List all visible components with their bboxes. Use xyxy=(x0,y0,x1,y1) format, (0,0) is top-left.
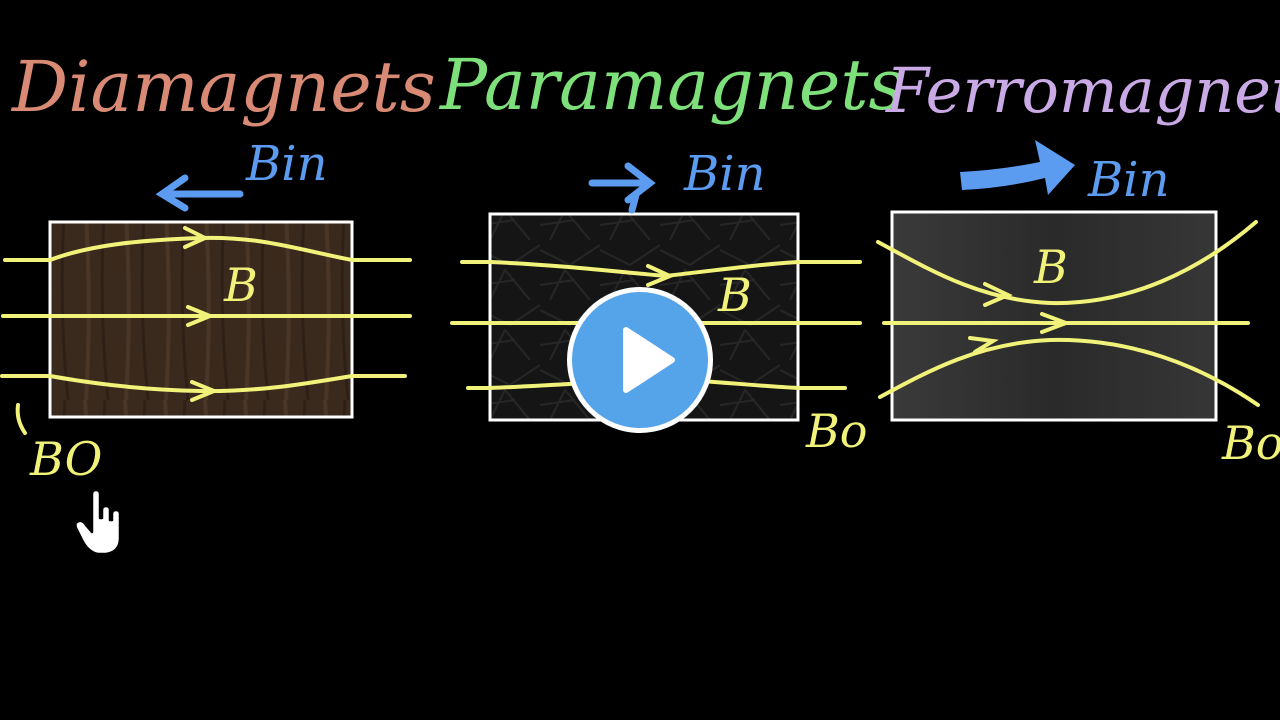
ferromagnet-bin-arrow xyxy=(960,140,1075,195)
ferromagnet-bin-label: Bin xyxy=(1088,152,1170,208)
diamagnets-title: Diamagnets xyxy=(12,46,436,128)
diamagnet-b-label: B xyxy=(224,258,258,312)
ferromagnet-sample xyxy=(890,210,1218,422)
paramagnet-bin-label: Bin xyxy=(684,146,766,202)
ferromagnet-bo-label: Bo xyxy=(1222,416,1280,470)
paramagnet-bin-arrow xyxy=(588,162,656,214)
diamagnet-bin-label: Bin xyxy=(246,136,328,192)
play-button[interactable] xyxy=(567,287,713,433)
hand-pointer-icon xyxy=(74,488,122,556)
ferromagnets-title: Ferromagnets xyxy=(886,54,1280,127)
paramagnet-b-label: B xyxy=(718,268,752,322)
play-icon xyxy=(623,327,675,393)
paramagnet-bo-label: Bo xyxy=(806,404,868,458)
diamagnet-bo-label: BO xyxy=(30,432,103,486)
ferromagnet-field-lines xyxy=(876,220,1260,407)
paramagnets-title: Paramagnets xyxy=(440,44,905,126)
ferromagnet-b-label: B xyxy=(1034,240,1068,294)
diamagnet-field-lines xyxy=(0,226,412,435)
diamagnet-bin-arrow xyxy=(155,174,244,212)
